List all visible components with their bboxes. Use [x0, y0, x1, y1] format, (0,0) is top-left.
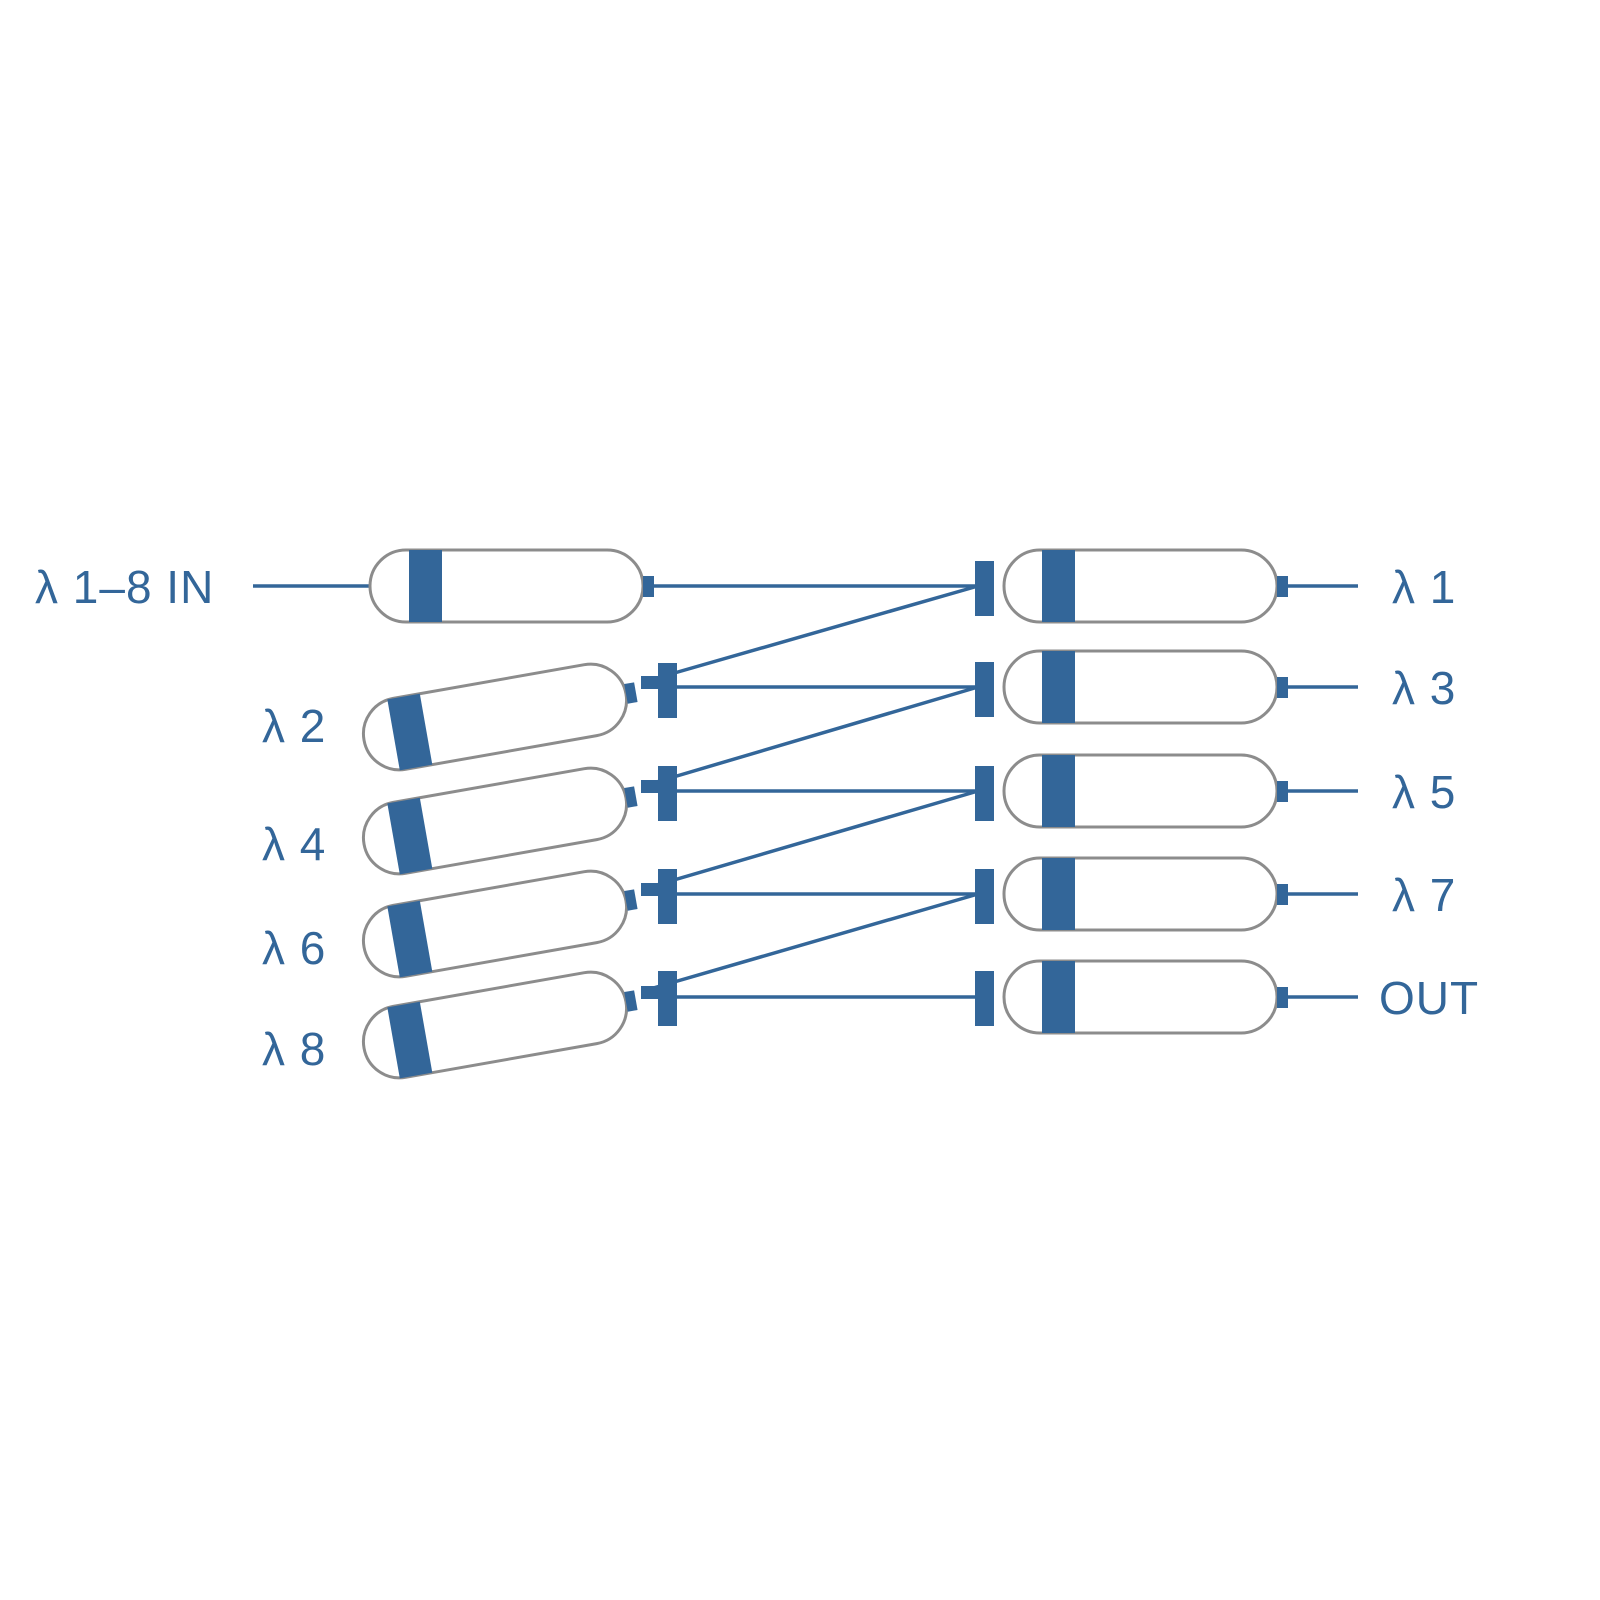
right-label: λ 5 — [1392, 766, 1456, 818]
left-filter-1 — [361, 662, 638, 772]
filter-band — [1042, 651, 1075, 723]
filter-end-cap — [1277, 576, 1288, 597]
left-filter-3 — [361, 869, 638, 979]
connector-block — [658, 869, 677, 924]
connector-block — [975, 971, 994, 1026]
connector-nub — [641, 883, 658, 896]
link-d-2 — [642, 685, 979, 788]
filter-end-cap — [1277, 677, 1288, 698]
right-filter-1 — [1002, 548, 1288, 624]
filter-end-cap — [624, 889, 638, 911]
filter-band — [1042, 961, 1075, 1033]
left-label: λ 2 — [262, 700, 326, 752]
filter-end-cap — [643, 576, 654, 597]
left-filter-2 — [361, 766, 638, 876]
left-label: λ 6 — [262, 922, 326, 974]
right-label: λ 1 — [1392, 561, 1456, 613]
filter-end-cap — [1277, 781, 1288, 802]
right-connectors — [975, 561, 994, 1026]
link-d-3 — [642, 789, 979, 891]
right-label: λ 3 — [1392, 662, 1456, 714]
filter-band — [1042, 755, 1075, 827]
connector-nub — [641, 676, 658, 689]
filter-end-cap — [1277, 987, 1288, 1008]
filter-end-cap — [624, 682, 638, 704]
right-label: λ 7 — [1392, 869, 1456, 921]
filter-end-cap — [1277, 884, 1288, 905]
right-filter-5 — [1002, 959, 1288, 1035]
connector-nub — [641, 780, 658, 793]
filter-band — [1042, 858, 1075, 930]
connector-block — [975, 662, 994, 717]
filter-band — [387, 900, 433, 978]
left-filter-4 — [361, 970, 638, 1080]
right-filter-4 — [1002, 856, 1288, 932]
connector-block — [975, 869, 994, 924]
right-filter-3 — [1002, 753, 1288, 829]
filter-band — [409, 550, 442, 622]
fiber-lines — [253, 584, 1358, 999]
connector-block — [658, 766, 677, 821]
filter-end-cap — [624, 786, 638, 808]
left-connectors — [641, 663, 677, 1026]
left-label: λ 8 — [262, 1023, 326, 1075]
link-d-4 — [642, 892, 979, 993]
connector-block — [658, 971, 677, 1026]
filter-band — [387, 797, 433, 875]
filter-end-cap — [624, 990, 638, 1012]
input-label: λ 1–8 IN — [35, 561, 214, 613]
connector-block — [975, 766, 994, 821]
right-label: OUT — [1379, 972, 1479, 1024]
filter-band — [387, 693, 433, 771]
filter-band — [387, 1001, 433, 1079]
filter-band — [1042, 550, 1075, 622]
input-filter — [368, 548, 654, 624]
connector-nub — [641, 986, 658, 999]
right-filter-2 — [1002, 649, 1288, 725]
labels: λ 1–8 IN λ 2 λ 4 λ 6 λ 8 λ 1 λ 3 λ 5 λ 7… — [35, 561, 1479, 1075]
left-label: λ 4 — [262, 818, 326, 870]
link-d-1 — [642, 584, 979, 684]
connector-block — [975, 561, 994, 616]
connector-block — [658, 663, 677, 718]
